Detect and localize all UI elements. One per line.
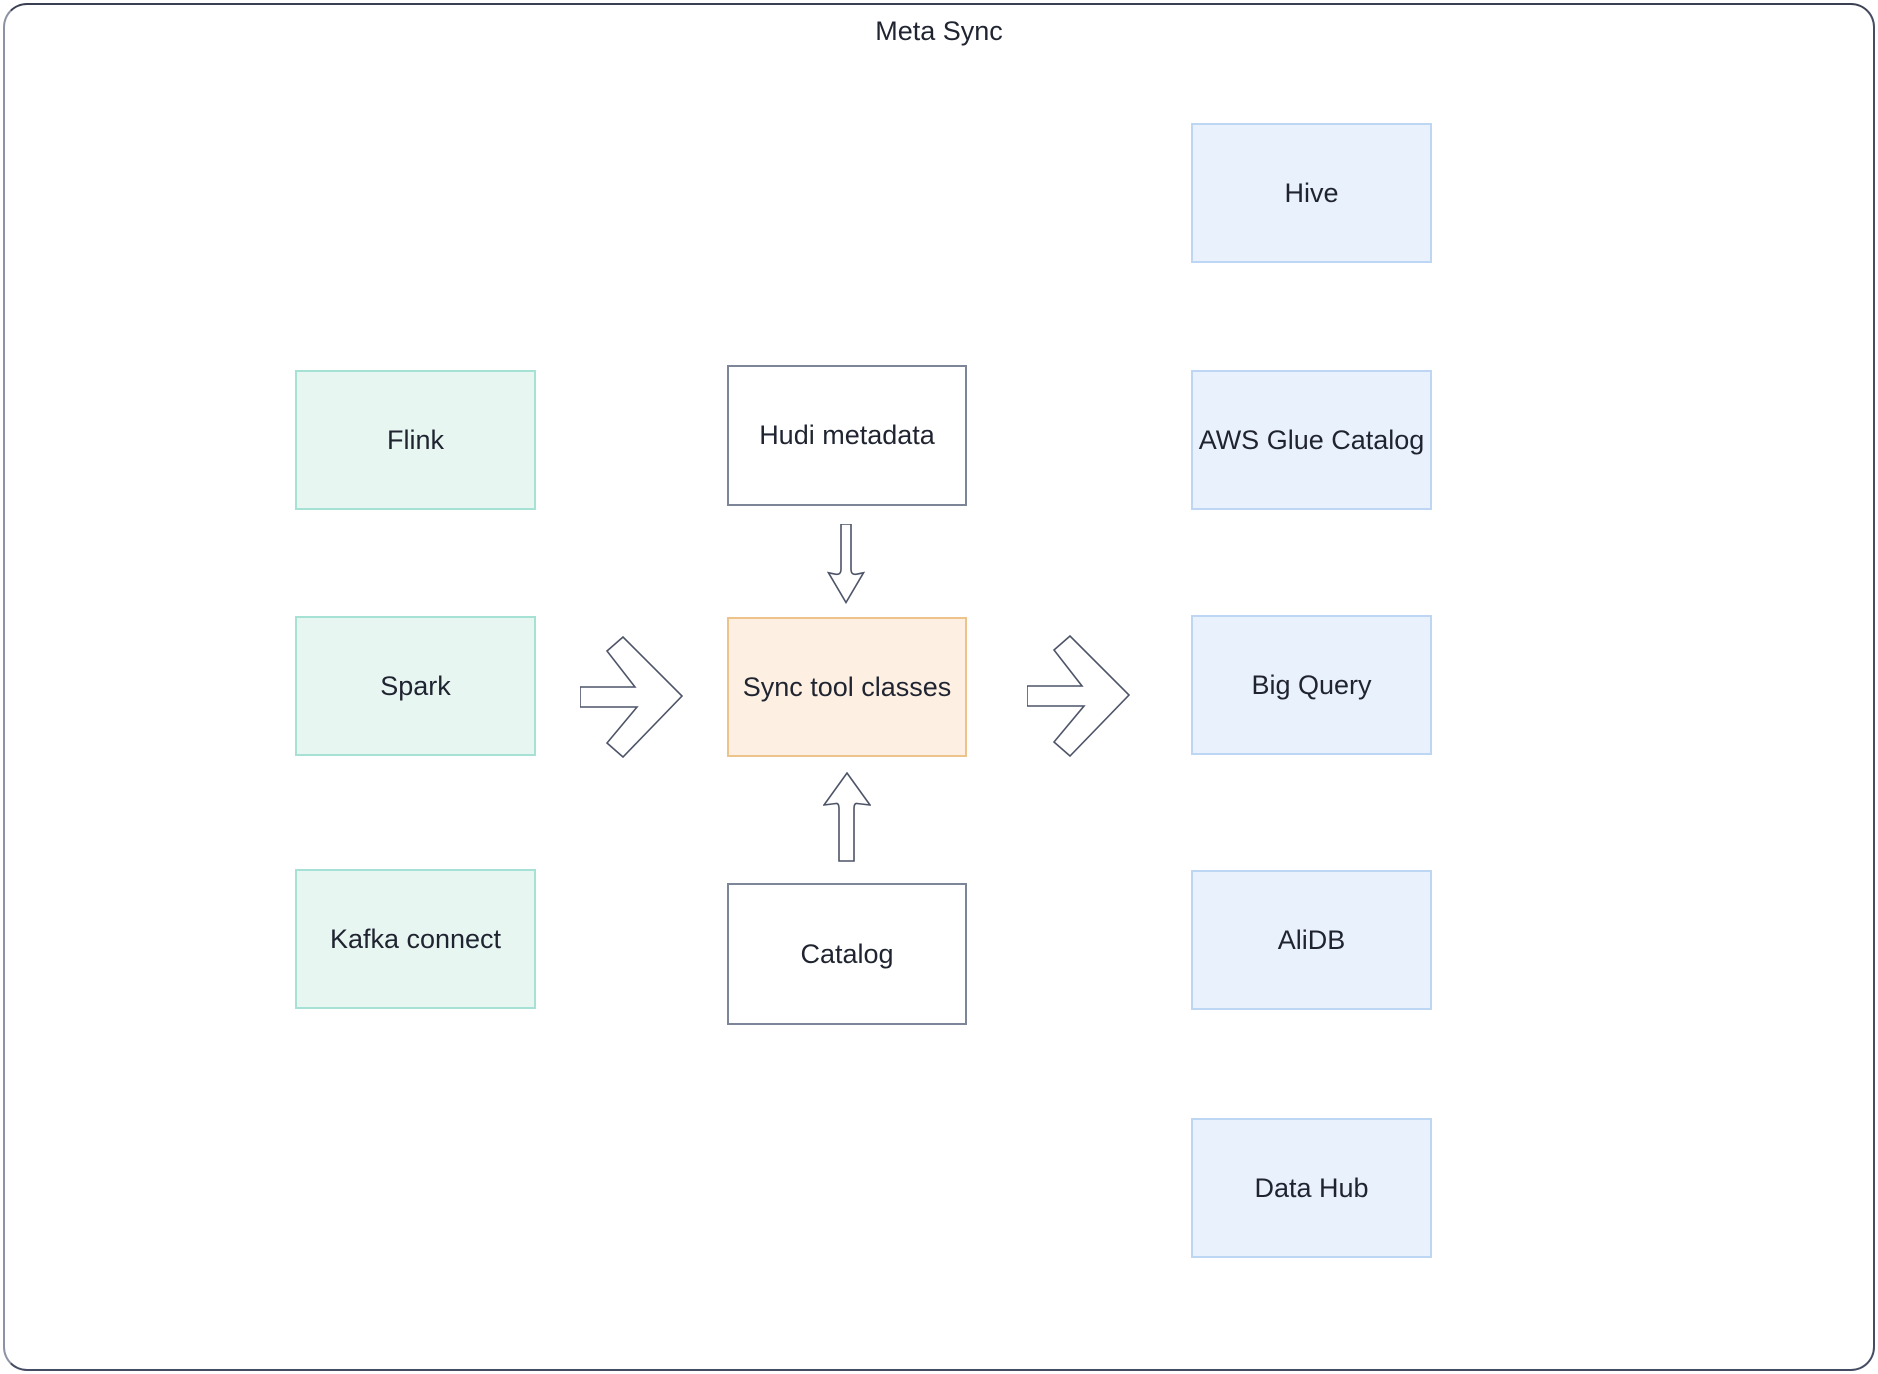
arrow-right-spark-to-sync-icon [580,636,683,758]
node-label: Hudi metadata [759,420,935,450]
node-flink: Flink [295,370,536,510]
node-label: Kafka connect [329,923,502,954]
node-sync-tool-classes: Sync tool classes [727,617,967,757]
arrow-right-sync-to-targets-icon [1027,635,1130,757]
node-hudi-metadata: Hudi metadata [727,365,967,506]
arrow-up-catalog-to-sync-icon [823,772,871,862]
node-catalog: Catalog [727,883,967,1025]
node-label: Spark [380,670,451,701]
node-data-hub: Data Hub [1191,1118,1432,1258]
node-hive: Hive [1191,123,1432,263]
diagram-title: Meta Sync [875,16,1003,46]
node-label: AliDB [1277,924,1346,955]
node-label: Big Query [1251,669,1372,700]
node-kafka-connect: Kafka connect [295,869,536,1009]
arrow-down-hudi-to-sync-icon [827,524,865,604]
node-label: Data Hub [1254,1172,1369,1203]
node-aws-glue-catalog: AWS Glue Catalog [1191,370,1432,510]
node-label: Sync tool classes [742,671,952,702]
node-alidb: AliDB [1191,870,1432,1010]
node-label: AWS Glue Catalog [1198,424,1425,455]
node-label: Catalog [800,938,894,969]
node-label: Hive [1284,177,1339,208]
node-big-query: Big Query [1191,615,1432,755]
node-spark: Spark [295,616,536,756]
node-label: Flink [386,424,444,455]
